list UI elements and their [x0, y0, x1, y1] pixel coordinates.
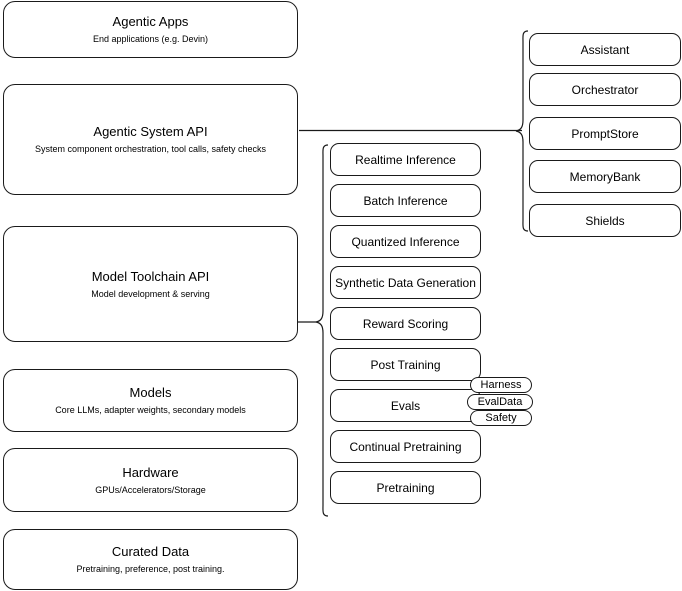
- toolchain-item-label: Realtime Inference: [355, 152, 456, 167]
- brace-agentic-system-components: [515, 30, 529, 232]
- pill-label: Safety: [485, 411, 517, 424]
- toolchain-item-label: Pretraining: [376, 480, 435, 495]
- evals-subcomponent-evaldata[interactable]: EvalData: [467, 394, 533, 410]
- toolchain-item-synthetic-data-generation[interactable]: Synthetic Data Generation: [330, 266, 481, 299]
- layer-model-toolchain-api[interactable]: Model Toolchain API Model development & …: [3, 226, 298, 342]
- toolchain-item-label: Batch Inference: [363, 193, 448, 208]
- layer-title: Models: [129, 385, 172, 400]
- layer-subtitle: System component orchestration, tool cal…: [34, 144, 267, 154]
- toolchain-item-label: Quantized Inference: [351, 234, 460, 249]
- agentic-component-memorybank[interactable]: MemoryBank: [529, 160, 681, 193]
- layer-subtitle: Pretraining, preference, post training.: [76, 564, 225, 574]
- toolchain-item-label: Continual Pretraining: [349, 439, 462, 454]
- agentic-component-label: Orchestrator: [571, 82, 639, 97]
- pill-label: EvalData: [477, 395, 523, 408]
- layer-agentic-system-api[interactable]: Agentic System API System component orch…: [3, 84, 298, 195]
- toolchain-item-post-training[interactable]: Post Training: [330, 348, 481, 381]
- agentic-component-orchestrator[interactable]: Orchestrator: [529, 73, 681, 106]
- toolchain-item-continual-pretraining[interactable]: Continual Pretraining: [330, 430, 481, 463]
- agentic-component-label: Assistant: [580, 42, 630, 57]
- agentic-component-label: Shields: [585, 213, 625, 228]
- toolchain-item-realtime-inference[interactable]: Realtime Inference: [330, 143, 481, 176]
- toolchain-item-label: Synthetic Data Generation: [335, 275, 476, 290]
- layer-title: Model Toolchain API: [91, 268, 210, 284]
- toolchain-item-evals[interactable]: Evals: [330, 389, 481, 422]
- evals-subcomponent-harness[interactable]: Harness: [470, 377, 532, 393]
- brace-toolchain-components: [315, 144, 329, 517]
- toolchain-item-batch-inference[interactable]: Batch Inference: [330, 184, 481, 217]
- layer-title: Curated Data: [111, 544, 190, 559]
- agentic-component-label: MemoryBank: [569, 169, 641, 184]
- toolchain-item-reward-scoring[interactable]: Reward Scoring: [330, 307, 481, 340]
- toolchain-item-quantized-inference[interactable]: Quantized Inference: [330, 225, 481, 258]
- toolchain-item-pretraining[interactable]: Pretraining: [330, 471, 481, 504]
- agentic-component-shields[interactable]: Shields: [529, 204, 681, 237]
- evals-subcomponent-safety[interactable]: Safety: [470, 410, 532, 426]
- layer-subtitle: GPUs/Accelerators/Storage: [95, 484, 206, 495]
- layer-title: Hardware: [122, 464, 179, 480]
- layer-subtitle: End applications (e.g. Devin): [92, 34, 209, 44]
- toolchain-item-label: Post Training: [370, 357, 441, 372]
- layer-subtitle: Core LLMs, adapter weights, secondary mo…: [55, 405, 246, 415]
- layer-hardware[interactable]: Hardware GPUs/Accelerators/Storage: [3, 448, 298, 512]
- layer-models[interactable]: Models Core LLMs, adapter weights, secon…: [3, 369, 298, 432]
- agentic-component-assistant[interactable]: Assistant: [529, 33, 681, 66]
- pill-label: Harness: [480, 378, 522, 391]
- toolchain-item-label: Reward Scoring: [362, 316, 449, 331]
- agentic-component-label: PromptStore: [571, 126, 639, 141]
- toolchain-item-label: Evals: [390, 398, 421, 413]
- layer-curated-data[interactable]: Curated Data Pretraining, preference, po…: [3, 529, 298, 590]
- agentic-component-promptstore[interactable]: PromptStore: [529, 117, 681, 150]
- layer-agentic-apps[interactable]: Agentic Apps End applications (e.g. Devi…: [3, 1, 298, 58]
- layer-subtitle: Model development & serving: [91, 288, 210, 299]
- layer-title: Agentic Apps: [112, 14, 189, 29]
- layer-title: Agentic System API: [93, 124, 208, 139]
